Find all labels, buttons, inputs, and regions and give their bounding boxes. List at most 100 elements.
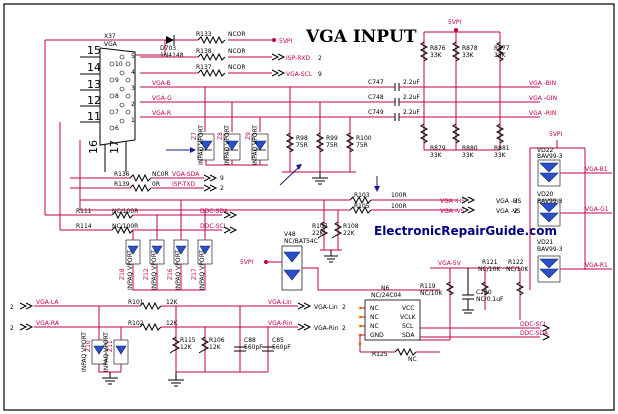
r881-ref: R881 xyxy=(494,145,510,152)
z17-label: INPAQ VPORT xyxy=(199,250,206,290)
r133-power-label: 5VPI xyxy=(279,38,293,45)
z10-label: INPAQ VPORT xyxy=(81,332,88,372)
vga-hs-pin: 2 xyxy=(514,198,518,205)
vga-rin-left-label: VGA-Rin xyxy=(268,320,293,327)
v48-value: NC/BAT54C xyxy=(284,238,318,245)
r105-value: 100R xyxy=(391,203,407,210)
vga-vs-right-label: VGA -VS xyxy=(496,208,521,215)
z9-ref: Z9 xyxy=(245,132,252,140)
r102-value: 12K xyxy=(166,320,179,327)
ddc-scl-mid-label: DDC-SCL xyxy=(200,223,228,230)
connector-pin-12: 12 xyxy=(87,94,101,107)
vga-bin-label: VGA -BIN xyxy=(529,80,556,87)
connector-pin-9: 9 xyxy=(115,77,119,84)
connector-pin-14: 14 xyxy=(87,61,101,74)
c280-value: NC/0.1uF xyxy=(476,296,504,303)
vga-la-pin: 2 xyxy=(10,304,14,311)
r98-value: 75R xyxy=(296,142,308,149)
vga-scl-top-pin: 9 xyxy=(318,71,322,78)
r108-ref: R108 xyxy=(343,223,359,230)
r879-ref: R879 xyxy=(430,145,446,152)
r115-value: 12K xyxy=(180,344,193,351)
vd20-value: BAV99-3 xyxy=(537,198,563,205)
connector-pin-5: 5 xyxy=(131,53,135,60)
annotation-arrows xyxy=(166,147,380,192)
n6-pin-vclk: VCLK xyxy=(400,314,417,321)
vga-lin-left-label: VGA-Lin xyxy=(268,299,292,306)
r99-value: 75R xyxy=(326,142,338,149)
r114-value: NC/100R xyxy=(112,223,138,230)
r101-value: 12K xyxy=(166,299,179,306)
r98-ref: R98 xyxy=(296,135,308,142)
v48-diode: V48 NC/BAT54C 5VPI xyxy=(240,231,440,291)
z11-label: INPAQ VPORT xyxy=(103,332,110,372)
c88-ref: C88 xyxy=(244,337,256,344)
r881-value: 33K xyxy=(494,152,507,159)
isp-txd-pin: 2 xyxy=(220,185,224,192)
bias-network: 5VPI R876 33K R878 33K R877 33K R879 33K… xyxy=(419,19,510,159)
connector-pin-3: 3 xyxy=(131,85,135,92)
c280-ref: C280 xyxy=(476,289,492,296)
ddc-sda-bottom-label: DDC-SDA xyxy=(520,330,549,337)
z8-ref: Z8 xyxy=(217,132,224,140)
r876-value: 33K xyxy=(430,52,443,59)
vga-vs-label: VGA -VS xyxy=(440,208,465,215)
vga-g-label: VGA-G xyxy=(152,95,172,102)
vga-la-label: VGA-LA xyxy=(36,299,59,306)
vd21-value: BAV99-3 xyxy=(537,246,563,253)
n6-pin-scl: SCL xyxy=(402,323,414,330)
z16-label: INPAQ VPORT xyxy=(175,250,182,290)
connector-pin-13: 13 xyxy=(87,78,101,91)
r107-value: 22K xyxy=(312,230,325,237)
r105-ref: R105 xyxy=(354,203,370,210)
vga-b1-label: VGA-B1 xyxy=(585,166,608,173)
vga-lin-pin: 2 xyxy=(342,304,346,311)
connector-pin-1: 1 xyxy=(131,117,135,124)
r119-value: NC/10K xyxy=(420,290,443,297)
r99-ref: R99 xyxy=(326,135,338,142)
eeprom-chip xyxy=(364,299,421,341)
right-tvs-power-label: 5VPI xyxy=(549,131,563,138)
vga5v-label: VGA-5V xyxy=(438,260,462,267)
vga-r-label: VGA-R xyxy=(152,110,171,117)
connector-pin-7: 7 xyxy=(115,109,119,116)
z10-ref: Z10 xyxy=(85,340,92,352)
r138-value: NCOR xyxy=(228,48,246,55)
connector-pin-16: 16 xyxy=(87,140,100,154)
r879-value: 33K xyxy=(430,152,443,159)
termination-resistors: R98 75R R99 75R R100 75R xyxy=(282,87,372,185)
vga-sda-label: VGA-SDA xyxy=(172,171,200,178)
z12-label: INPAQ VPORT xyxy=(151,250,158,290)
r111-ref: R111 xyxy=(76,208,92,215)
r133-value: NCOR xyxy=(228,31,246,38)
r108-value: 22K xyxy=(343,230,356,237)
vga-b-label: VGA-B xyxy=(152,80,171,87)
connector-ref: X37 xyxy=(104,33,116,40)
vga-connector: X37 VGA 15 14 13 12 11 5 4 3 2 1 10 9 8 … xyxy=(80,33,136,172)
isp-txd-label: ISP-TXD xyxy=(172,181,195,188)
r136-ref: R136 xyxy=(114,171,130,178)
r878-value: 33K xyxy=(462,52,475,59)
r119-ref: R119 xyxy=(420,283,436,290)
r103-value: 100R xyxy=(391,192,407,199)
r103-ref: R103 xyxy=(354,192,370,199)
c749-value: 2.2uF xyxy=(403,109,420,116)
r877-ref: R877 xyxy=(494,45,510,52)
connector-pin-8: 8 xyxy=(115,93,119,100)
isp-rxd-label: ISP-RXD xyxy=(286,55,311,62)
r880-ref: R880 xyxy=(462,145,478,152)
r106-value: 12K xyxy=(209,344,222,351)
z12-ref: Z12 xyxy=(143,268,150,280)
d703-value: 1N4148 xyxy=(160,52,184,59)
c747-ref: C747 xyxy=(368,79,384,86)
v48-power-label: 5VPI xyxy=(240,259,254,266)
c749-ref: C749 xyxy=(368,109,384,116)
vd20-ref: VD20 xyxy=(537,191,554,198)
vga-ra-label: VGA-RA xyxy=(36,320,60,327)
r121-ref: R121 xyxy=(482,259,498,266)
r100-value: 75R xyxy=(356,142,368,149)
n6-pin-nc2: NC xyxy=(370,314,379,321)
d703-ref: D703 xyxy=(160,45,176,52)
connector-pin-15: 15 xyxy=(87,44,101,57)
